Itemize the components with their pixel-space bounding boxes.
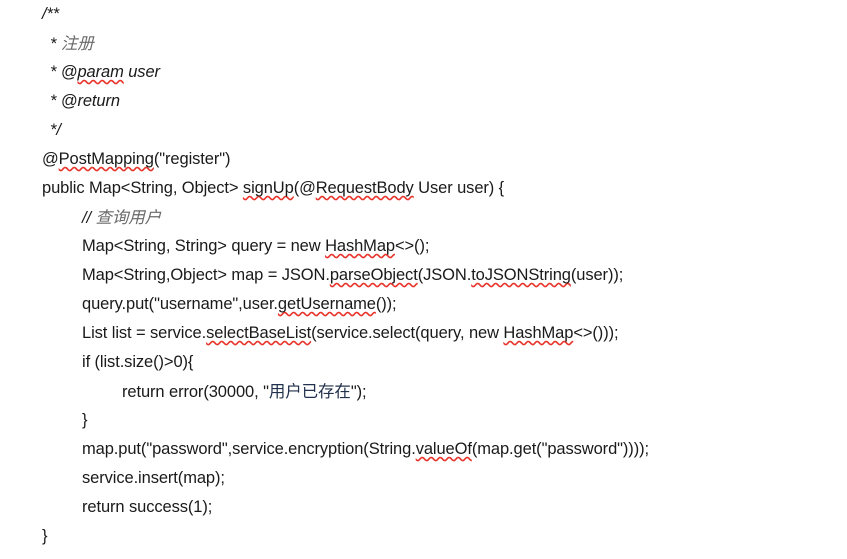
code-token: (JSON. — [417, 266, 472, 284]
spellcheck-token: valueOf — [415, 440, 472, 458]
code-token: <>())); — [573, 324, 619, 342]
code-token: map.put("password",service.encryption(St… — [82, 440, 416, 458]
spellcheck-token: toJSONString — [471, 266, 571, 284]
code-token: (service.select(query, new — [311, 324, 504, 342]
code-token: public Map<String, Object> — [42, 179, 243, 197]
code-line: return success(1); — [0, 493, 847, 522]
code-token: // — [82, 209, 96, 227]
spellcheck-token: PostMapping — [58, 150, 154, 168]
code-token: Map<String,Object> map = JSON. — [82, 266, 330, 284]
code-token: /** — [42, 5, 60, 23]
code-token: * @ — [50, 63, 78, 81]
code-line: query.put("username",user.getUsername())… — [0, 290, 847, 319]
spellcheck-token: RequestBody — [315, 179, 414, 197]
code-token: 查询用户 — [95, 208, 162, 227]
spellcheck-token: param — [77, 63, 124, 81]
code-token: service.insert(map); — [82, 469, 225, 487]
code-token: Map<String, String> query = new — [82, 237, 326, 255]
code-line: service.insert(map); — [0, 464, 847, 493]
spellcheck-token: getUsername — [277, 295, 376, 313]
code-line: @PostMapping("register") — [0, 145, 847, 174]
code-token: } — [82, 411, 88, 429]
code-line: // 查询用户 — [0, 203, 847, 232]
code-token: */ — [50, 121, 61, 139]
code-line: } — [0, 406, 847, 435]
code-line: * 注册 — [0, 29, 847, 58]
code-token: <>(); — [394, 237, 430, 255]
code-token: 注册 — [60, 34, 94, 53]
code-token: ()); — [375, 295, 397, 313]
spellcheck-token: HashMap — [503, 324, 574, 342]
code-token: User user) { — [413, 179, 505, 197]
code-token: * @return — [50, 92, 120, 110]
code-token: if (list.size()>0){ — [82, 353, 194, 371]
code-line: map.put("password",service.encryption(St… — [0, 435, 847, 464]
code-line: } — [0, 522, 847, 551]
code-line: List list = service.selectBaseList(servi… — [0, 319, 847, 348]
code-line: if (list.size()>0){ — [0, 348, 847, 377]
code-token: List list = service. — [82, 324, 207, 342]
code-line: Map<String, String> query = new HashMap<… — [0, 232, 847, 261]
code-token: "); — [350, 383, 367, 401]
code-token: return success(1); — [82, 498, 213, 516]
code-token: return error(30000, " — [122, 383, 269, 401]
code-token: query.put("username",user. — [82, 295, 278, 313]
code-token: @ — [42, 150, 59, 168]
code-token: * — [50, 35, 61, 53]
code-line: */ — [0, 116, 847, 145]
code-line: * @param user — [0, 58, 847, 87]
code-line: * @return — [0, 87, 847, 116]
spellcheck-token: parseObject — [329, 266, 418, 284]
code-token: user — [123, 63, 160, 81]
spellcheck-token: signUp — [242, 179, 294, 197]
code-line: public Map<String, Object> signUp(@Reque… — [0, 174, 847, 203]
spellcheck-token: selectBaseList — [206, 324, 312, 342]
code-token: 用户已存在 — [268, 382, 351, 401]
code-token: (@ — [293, 179, 316, 197]
spellcheck-token: HashMap — [325, 237, 395, 255]
code-token: ("register") — [153, 150, 231, 168]
code-token: (map.get("password")))); — [471, 440, 649, 458]
code-line: /** — [0, 0, 847, 29]
code-line: Map<String,Object> map = JSON.parseObjec… — [0, 261, 847, 290]
code-token: (user)); — [570, 266, 624, 284]
code-line: return error(30000, "用户已存在"); — [0, 377, 847, 406]
code-token: } — [42, 527, 48, 545]
